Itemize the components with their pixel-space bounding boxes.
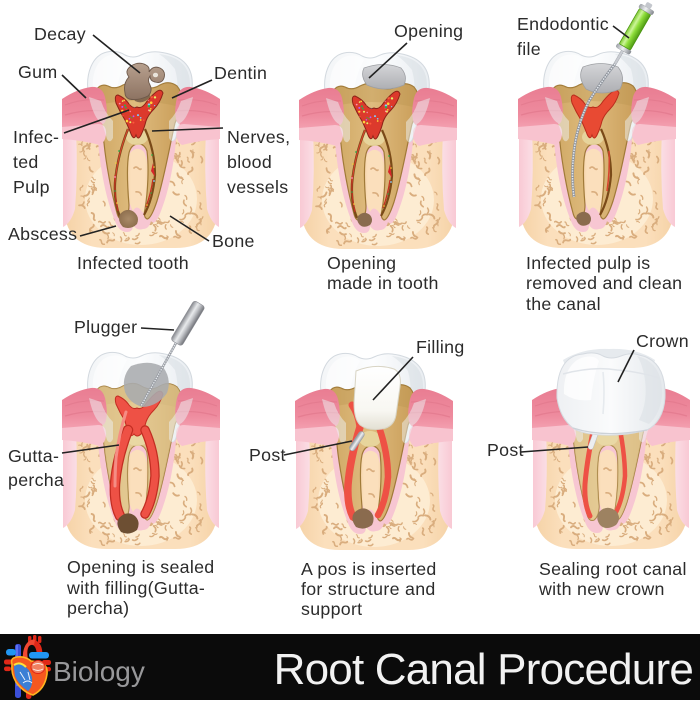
svg-text:Opening: Opening [327, 253, 396, 273]
svg-text:Post: Post [487, 440, 524, 460]
svg-text:Infec-: Infec- [13, 127, 59, 147]
svg-text:made in tooth: made in tooth [327, 273, 439, 293]
svg-text:A pos is inserted: A pos is inserted [301, 559, 437, 579]
svg-text:Sealing root canal: Sealing root canal [539, 559, 687, 579]
svg-text:support: support [301, 599, 362, 619]
svg-text:Opening: Opening [394, 21, 463, 41]
svg-text:Opening is sealed: Opening is sealed [67, 557, 214, 577]
svg-text:file: file [517, 39, 541, 59]
svg-text:ted: ted [13, 152, 39, 172]
svg-text:the canal: the canal [526, 294, 601, 314]
svg-text:Root Canal Procedure: Root Canal Procedure [274, 645, 693, 694]
svg-text:for structure and: for structure and [301, 579, 436, 599]
svg-text:Nerves,: Nerves, [227, 127, 290, 147]
svg-text:percha): percha) [67, 598, 129, 618]
svg-text:blood: blood [227, 152, 272, 172]
svg-text:Decay: Decay [34, 24, 86, 44]
svg-text:Gutta-: Gutta- [8, 446, 59, 466]
svg-text:Abscess: Abscess [8, 224, 77, 244]
svg-text:Infected tooth: Infected tooth [77, 253, 189, 273]
svg-text:Dentin: Dentin [214, 63, 267, 83]
svg-text:Biology: Biology [53, 656, 145, 687]
svg-text:Bone: Bone [212, 231, 255, 251]
svg-text:Plugger: Plugger [74, 317, 137, 337]
svg-text:percha: percha [8, 470, 64, 490]
svg-text:Endodontic: Endodontic [517, 14, 609, 34]
svg-text:Post: Post [249, 445, 286, 465]
svg-text:Filling: Filling [416, 337, 465, 357]
svg-text:Crown: Crown [636, 331, 689, 351]
svg-text:with filling(Gutta-: with filling(Gutta- [66, 578, 205, 598]
svg-text:Pulp: Pulp [13, 177, 50, 197]
svg-text:Gum: Gum [18, 62, 57, 82]
svg-text:vessels: vessels [227, 177, 288, 197]
svg-text:with new crown: with new crown [538, 579, 665, 599]
svg-text:Infected pulp is: Infected pulp is [526, 253, 650, 273]
svg-text:removed and clean: removed and clean [526, 273, 682, 293]
